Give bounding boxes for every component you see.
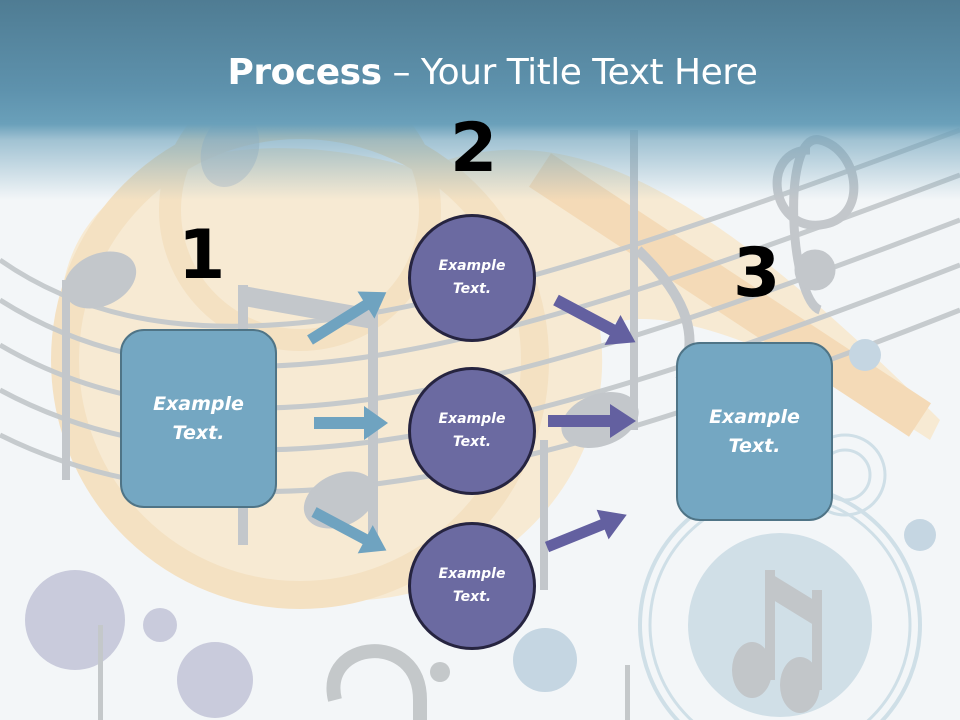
title-rest: – Your Title Text Here [381, 52, 758, 93]
step-2-circle-bottom[interactable]: Example Text. [408, 522, 536, 650]
circle-bottom-label: Example Text. [439, 563, 506, 609]
step-2-circle-middle[interactable]: Example Text. [408, 367, 536, 495]
step-1-box[interactable]: Example Text. [120, 329, 277, 508]
step-number-1: 1 [178, 216, 226, 295]
circle-top-label-line1: Example [438, 258, 506, 274]
step-3-label-line2: Text. [728, 434, 781, 457]
step-1-label-line1: Example [153, 392, 244, 415]
step-1-label: Example Text. [153, 390, 244, 448]
step-3-box[interactable]: Example Text. [676, 342, 833, 521]
step-2-circle-top[interactable]: Example Text. [408, 214, 536, 342]
step-number-3: 3 [733, 234, 781, 313]
circle-bottom-label-line2: Text. [452, 589, 492, 605]
header-band [0, 0, 960, 200]
slide-title: Process – Your Title Text Here [0, 52, 960, 93]
circle-top-label: Example Text. [439, 255, 506, 301]
circle-top-label-line2: Text. [452, 281, 492, 297]
circle-middle-label: Example Text. [439, 408, 506, 454]
circle-middle-label-line1: Example [438, 411, 506, 427]
step-number-2: 2 [450, 109, 498, 188]
circle-middle-label-line2: Text. [452, 434, 492, 450]
step-1-label-line2: Text. [172, 421, 225, 444]
step-3-label-line1: Example [709, 405, 800, 428]
step-3-label: Example Text. [709, 403, 800, 461]
circle-bottom-label-line1: Example [438, 566, 506, 582]
title-bold: Process [227, 52, 382, 93]
